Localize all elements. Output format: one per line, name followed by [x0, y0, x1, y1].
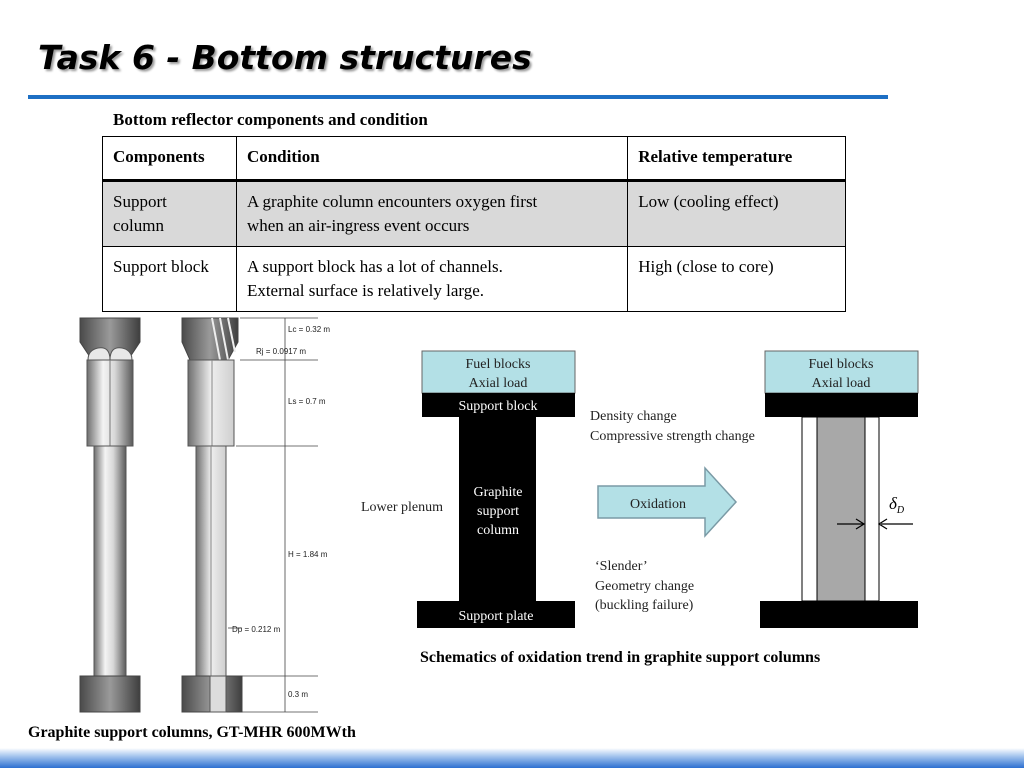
graphite-label-1: Graphite — [474, 485, 523, 500]
support-block-left — [422, 393, 575, 417]
graphite-label-3: column — [477, 523, 519, 538]
table-caption: Bottom reflector components and conditio… — [113, 110, 428, 129]
delta-arrows — [837, 518, 913, 530]
column-oxidized — [816, 416, 866, 602]
schematic-caption: Schematics of oxidation trend in graphit… — [420, 649, 821, 666]
support-column-drawings: Lc = 0.32 m Rj = 0.0917 m Ls = 0.7 m H =… — [79, 317, 330, 713]
support-block-right — [765, 393, 918, 417]
cell-text-line: Support — [113, 192, 167, 211]
header-condition: Condition — [235, 136, 629, 181]
column-section-view — [181, 317, 243, 713]
lower-plenum-label: Lower plenum — [361, 500, 443, 515]
bottom-gradient-bar — [0, 748, 1024, 768]
cell-text-line: column — [113, 216, 164, 235]
cell-condition: A graphite column encounters oxygen firs… — [235, 180, 629, 247]
components-table: Components Condition Relative temperatur… — [102, 136, 846, 312]
cell-text-line: A graphite column encounters oxygen firs… — [246, 192, 538, 211]
cell-text-line: External surface is relatively large. — [246, 281, 485, 300]
cell-condition: A support block has a lot of channels. E… — [235, 246, 629, 312]
graphite-label-2: support — [477, 504, 519, 519]
cell-component: Support block — [102, 246, 237, 312]
support-plate-left — [417, 601, 575, 628]
fuel-blocks-label: Fuel blocks — [466, 357, 531, 372]
slender-label: ‘Slender’ — [595, 559, 648, 574]
title-underline — [28, 95, 888, 99]
dimension-lines — [228, 317, 318, 713]
oxidation-label: Oxidation — [630, 497, 686, 512]
header-relative-temperature: Relative temperature — [627, 136, 846, 181]
strength-change-label: Compressive strength change — [590, 429, 755, 444]
delta-symbol: δD — [889, 494, 905, 516]
oxidation-schematic: Fuel blocks Axial load Support block Gra… — [361, 350, 919, 628]
dim-dp: Dp = 0.212 m — [232, 625, 281, 634]
cell-text-line: when an air-ingress event occurs — [246, 216, 470, 235]
cell-text-line: A support block has a lot of channels. — [246, 257, 503, 276]
column-3d-view — [79, 317, 141, 713]
axial-load-label-right: Axial load — [812, 376, 871, 391]
geometry-change-label: Geometry change — [595, 579, 694, 594]
dim-h: H = 1.84 m — [288, 550, 328, 559]
graphite-column — [459, 417, 536, 601]
support-plate-right — [760, 601, 918, 628]
slide-title: Task 6 - Bottom structures — [38, 38, 532, 77]
dim-ls: Ls = 0.7 m — [288, 397, 326, 406]
support-plate-label: Support plate — [458, 609, 533, 624]
header-components: Components — [102, 136, 237, 181]
column-drawing-caption: Graphite support columns, GT-MHR 600MWth — [28, 724, 356, 741]
oxidation-arrow — [597, 466, 738, 538]
dim-rj: Rj = 0.0917 m — [256, 347, 306, 356]
fuel-blocks-label-right: Fuel blocks — [809, 357, 874, 372]
density-change-label: Density change — [590, 409, 677, 424]
dim-lc: Lc = 0.32 m — [288, 325, 330, 334]
cell-component: Support column — [102, 180, 237, 247]
dim-bottom: 0.3 m — [288, 690, 308, 699]
buckling-failure-label: (buckling failure) — [595, 598, 694, 613]
cell-temperature: Low (cooling effect) — [627, 180, 846, 247]
axial-load-label: Axial load — [469, 376, 528, 391]
table-header-row: Components Condition Relative temperatur… — [102, 136, 846, 181]
table-row: Support column A graphite column encount… — [102, 180, 846, 247]
support-block-label: Support block — [459, 399, 538, 414]
table-row: Support block A support block has a lot … — [102, 246, 846, 312]
cell-temperature: High (close to core) — [627, 246, 846, 312]
